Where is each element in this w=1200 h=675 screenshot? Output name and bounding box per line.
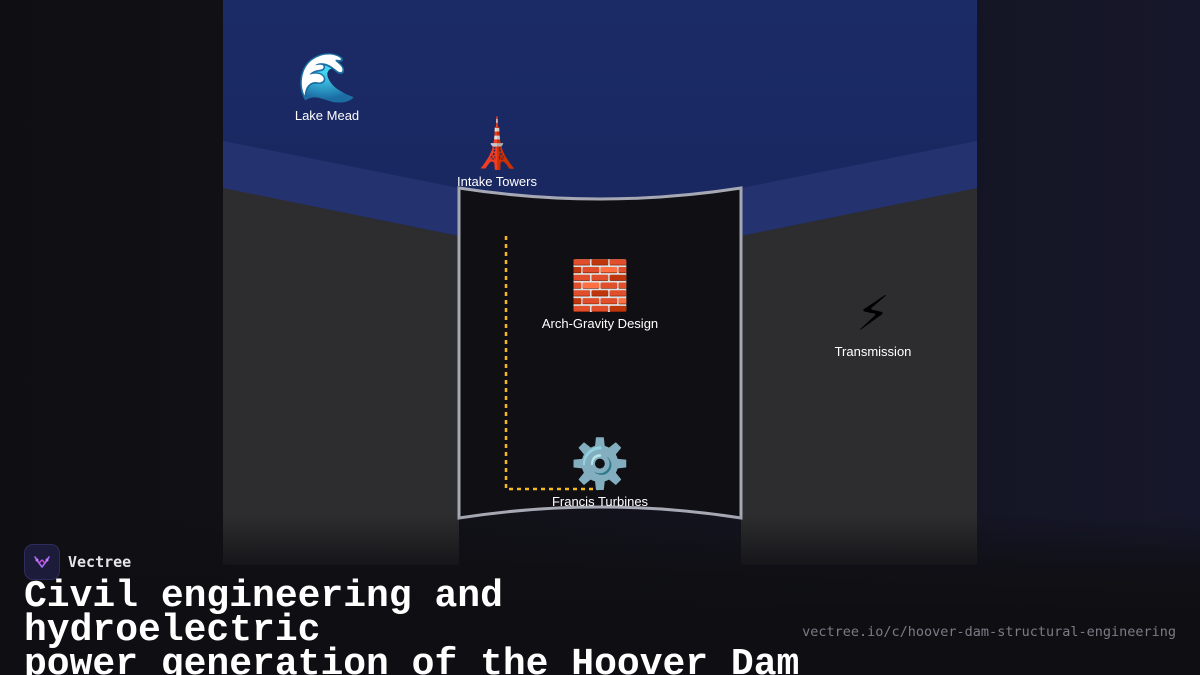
- node-label: Transmission: [834, 344, 912, 359]
- canyon-wall-left: [223, 188, 459, 565]
- brand[interactable]: Vectree: [24, 544, 131, 580]
- brand-name: Vectree: [68, 553, 132, 571]
- title-line-1: Civil engineering and hydroelectric: [24, 575, 503, 652]
- vectree-logo-icon: [24, 544, 60, 580]
- node-label: Francis Turbines: [551, 494, 649, 509]
- water-edge-right: [741, 141, 977, 236]
- node-label: Lake Mead: [294, 108, 360, 123]
- node-transmission: ⚡ Transmission: [835, 288, 912, 359]
- lightning-icon: ⚡: [856, 286, 890, 342]
- dam-body: [459, 188, 741, 518]
- brick-icon: 🧱: [570, 258, 630, 314]
- canyon-wall-right: [741, 188, 977, 565]
- bottom-fade: [0, 515, 1200, 675]
- node-label: Intake Towers: [457, 174, 537, 189]
- node-arch-gravity: 🧱 Arch-Gravity Design: [542, 260, 658, 331]
- node-lake-mead: 🌊 Lake Mead: [295, 52, 359, 123]
- page-url[interactable]: vectree.io/c/hoover-dam-structural-engin…: [802, 624, 1176, 640]
- title-line-2: power generation of the Hoover Dam: [24, 643, 800, 675]
- wave-icon: 🌊: [297, 50, 357, 106]
- gear-icon: ⚙️: [570, 436, 630, 492]
- penstock-flow-path: [504, 236, 598, 491]
- page-title: Civil engineering and hydroelectric powe…: [24, 575, 804, 675]
- node-francis-turbines: ⚙️ Francis Turbines: [552, 438, 648, 509]
- tower-icon: 🗼: [467, 116, 527, 172]
- node-label: Arch-Gravity Design: [541, 316, 659, 331]
- water-edge-left: [223, 141, 459, 236]
- node-intake-towers: 🗼 Intake Towers: [457, 118, 537, 189]
